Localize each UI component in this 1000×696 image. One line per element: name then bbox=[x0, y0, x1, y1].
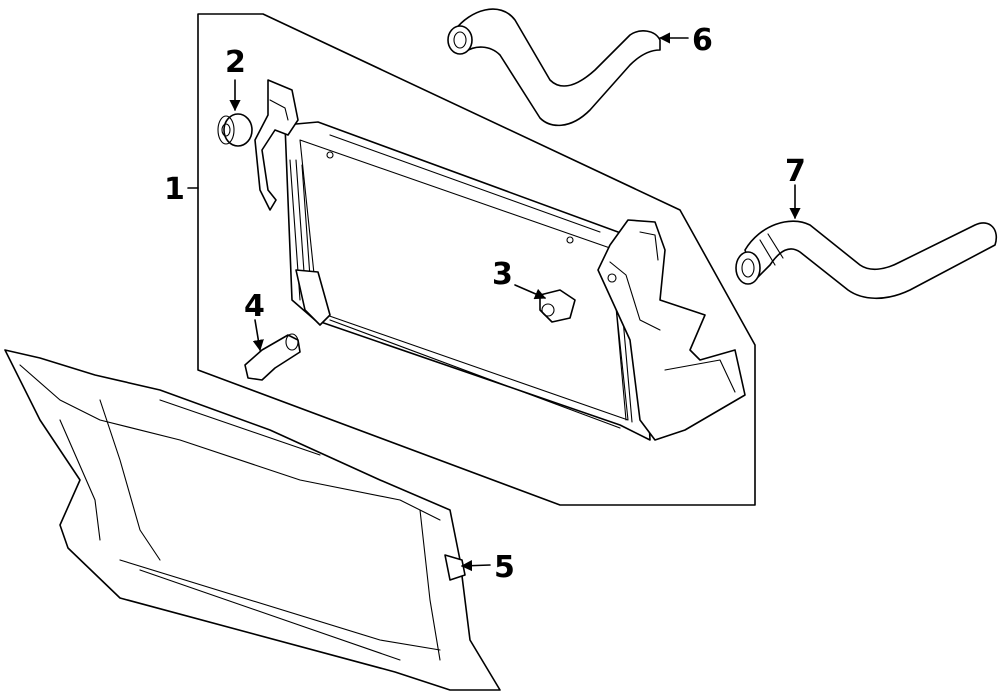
callout-3: 3 bbox=[492, 257, 513, 292]
grommet-part bbox=[217, 113, 253, 147]
lower-hose bbox=[735, 220, 997, 300]
leader-4 bbox=[252, 319, 264, 352]
deflector-part bbox=[4, 349, 501, 691]
assembly-boundary bbox=[197, 13, 756, 506]
bolt-part bbox=[539, 289, 576, 323]
cooler-core bbox=[254, 79, 746, 441]
leader-3 bbox=[514, 284, 547, 300]
upper-hose bbox=[447, 8, 661, 127]
callout-2: 2 bbox=[225, 45, 246, 80]
callout-5: 5 bbox=[494, 550, 515, 585]
callout-7: 7 bbox=[785, 154, 806, 189]
callout-4: 4 bbox=[244, 289, 265, 324]
leader-5 bbox=[460, 560, 491, 572]
callout-6: 6 bbox=[692, 23, 713, 58]
callout-1: 1 bbox=[164, 172, 185, 207]
connector-part bbox=[244, 333, 301, 381]
